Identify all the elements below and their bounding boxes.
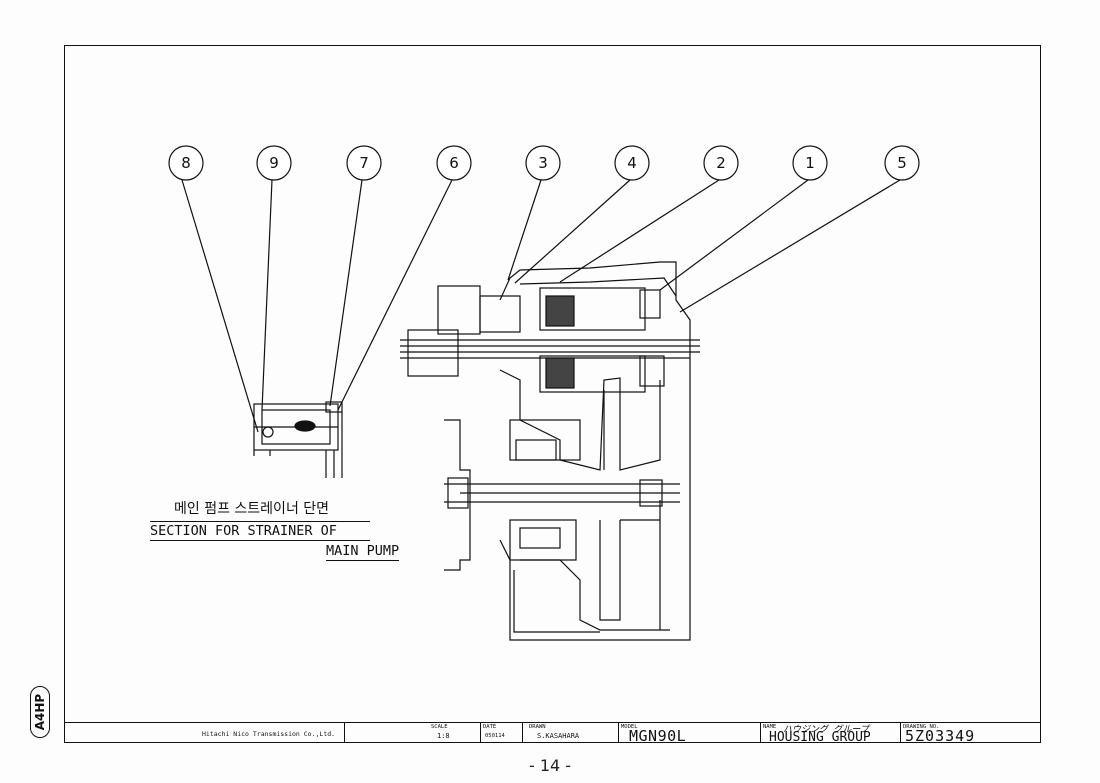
title-block-drawing-no-cell: DRAWING NO. 5Z03349 [900, 723, 1041, 745]
balloon-1: 1 [659, 145, 828, 291]
balloon-2: 2 [559, 145, 739, 283]
title-block-model-cell: MODEL MGN90L [618, 723, 760, 745]
drawing-frame [64, 45, 1041, 743]
balloon-6: 6 [337, 145, 472, 411]
name-label: NAME [763, 724, 777, 730]
model-label: MODEL [621, 724, 638, 730]
caption-korean: 메인 펌프 스트레이너 단면 [174, 501, 330, 517]
scale-label: SCALE [431, 724, 448, 730]
balloon-7-label: 7 [359, 154, 369, 172]
title-block-scale-cell: SCALE 1:8 [344, 723, 480, 743]
title-block-name-cell: NAME ハウジング グループ HOUSING GROUP [760, 723, 900, 745]
strainer-section-detail [253, 401, 343, 478]
model-value: MGN90L [629, 727, 687, 745]
scale-value: 1:8 [437, 732, 450, 740]
title-block-drawn-cell: DRAWN S.KASAHARA [522, 723, 618, 743]
balloon-9: 9 [256, 145, 292, 411]
balloon-6-label: 6 [449, 154, 459, 172]
balloon-9-label: 9 [269, 154, 279, 172]
paper-size-label: A4HP [33, 693, 48, 731]
caption-english-line1: SECTION FOR STRAINER OF [150, 521, 370, 541]
title-block: Hitachi Nico Transmission Co.,Ltd. SCALE… [64, 722, 1041, 745]
drawn-value: S.KASAHARA [537, 732, 580, 740]
balloon-3-label: 3 [538, 154, 548, 172]
name-value: HOUSING GROUP [769, 730, 871, 745]
balloon-2-label: 2 [716, 154, 726, 172]
date-label: DATE [483, 724, 497, 730]
balloon-group: 8 9 7 6 3 4 2 [168, 145, 920, 433]
title-block-company-cell: Hitachi Nico Transmission Co.,Ltd. [64, 723, 344, 743]
page-number: - 14 - [528, 756, 572, 775]
balloon-5: 5 [679, 145, 920, 313]
balloon-4: 4 [514, 145, 650, 284]
company-name: Hitachi Nico Transmission Co.,Ltd. [202, 730, 336, 738]
caption-english-line2: MAIN PUMP [326, 543, 400, 561]
drawing-no-label: DRAWING NO. [903, 724, 940, 730]
name-japanese: ハウジング グループ [783, 725, 869, 735]
paper-size-tag: A4HP [30, 686, 50, 738]
housing-section-drawing [400, 261, 700, 641]
drawn-label: DRAWN [529, 724, 546, 730]
balloon-8: 8 [168, 145, 259, 433]
balloon-1-label: 1 [805, 154, 815, 172]
balloon-4-label: 4 [627, 154, 637, 172]
title-block-date-cell: DATE 050114 [480, 723, 522, 743]
drawing-no-value: 5Z03349 [905, 727, 976, 745]
balloon-5-label: 5 [897, 154, 907, 172]
balloon-8-label: 8 [181, 154, 191, 172]
date-value: 050114 [485, 733, 505, 739]
balloon-7: 7 [329, 145, 382, 407]
balloon-3: 3 [507, 145, 561, 281]
